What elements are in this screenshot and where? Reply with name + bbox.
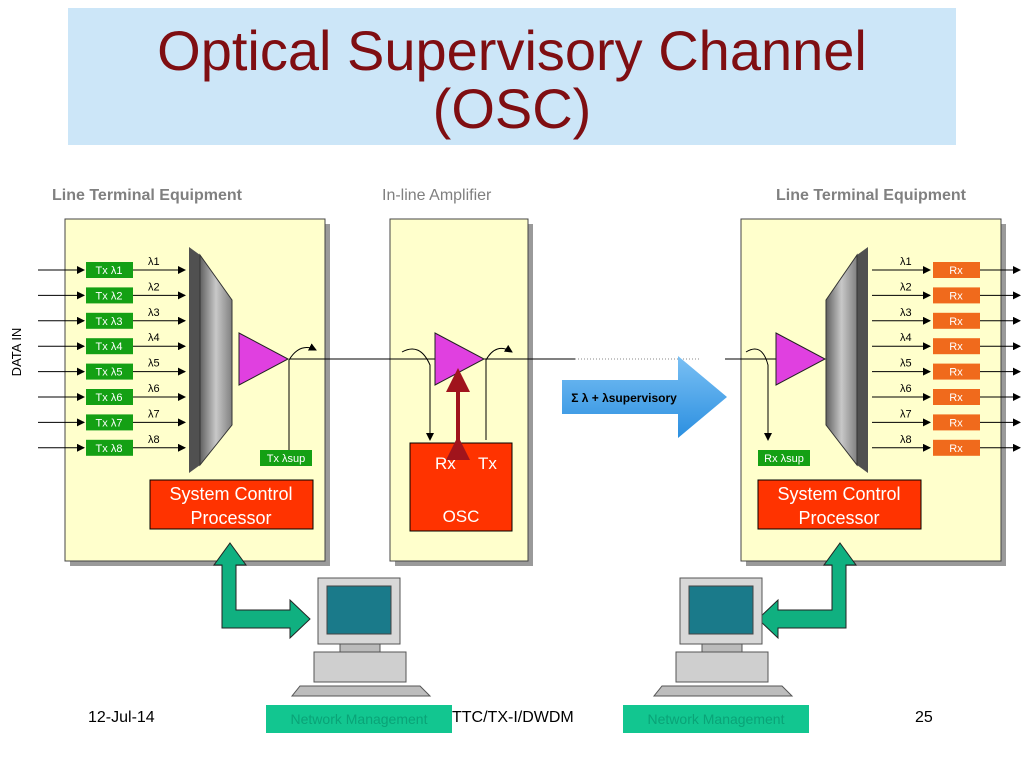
- footer-page-number: 25: [915, 709, 933, 726]
- tx-label: Tx λ8: [96, 443, 123, 455]
- header-left-lte: Line Terminal Equipment: [52, 187, 242, 204]
- rx-label: Rx: [949, 290, 963, 302]
- right-scp-line1: System Control: [777, 484, 900, 504]
- tx-label: Tx λ6: [96, 392, 123, 404]
- right-scp-line2: Processor: [798, 508, 879, 528]
- tx-box: [86, 287, 133, 304]
- page-title: Optical Supervisory Channel (OSC): [0, 22, 1024, 138]
- network-management-left: Network Management: [266, 705, 452, 733]
- rx-label: Rx: [949, 392, 963, 404]
- right-lambda-label: λ5: [900, 358, 912, 370]
- tx-sup-box: [260, 450, 312, 466]
- right-amplifier: [775, 332, 827, 386]
- tx-box: [86, 338, 133, 355]
- tx-label: Tx λ7: [96, 417, 123, 429]
- left-tap: [288, 343, 317, 452]
- tx-label: Tx λ2: [96, 290, 123, 302]
- left-nm-arrow: [213, 542, 311, 640]
- tx-box: [86, 414, 133, 431]
- osc-tx-label: Tx: [478, 454, 497, 473]
- tx-label: Tx λ5: [96, 367, 123, 379]
- rx-box: [933, 389, 980, 405]
- left-scp-line1: System Control: [169, 484, 292, 504]
- left-lambda-label: λ7: [148, 408, 160, 420]
- osc-rx-label: Rx: [435, 454, 456, 473]
- tx-box: [86, 262, 133, 278]
- left-lambda-label: λ8: [148, 434, 160, 446]
- left-amplifier: [238, 332, 290, 386]
- left-lambda-label: λ4: [148, 332, 160, 344]
- right-demultiplexer: [825, 253, 858, 467]
- left-scp-box: [149, 479, 314, 530]
- right-demux-edge: [857, 247, 868, 473]
- right-lambda-label: λ4: [900, 332, 912, 344]
- tx-box: [86, 363, 133, 380]
- rx-label: Rx: [949, 341, 963, 353]
- tx-label: Tx λ4: [96, 341, 123, 353]
- rx-label: Rx: [949, 443, 963, 455]
- rx-box: [933, 312, 980, 329]
- title-line-1: Optical Supervisory Channel: [157, 19, 867, 82]
- right-lambda-label: λ6: [900, 383, 912, 395]
- left-lambda-label: λ5: [148, 358, 160, 370]
- left-multiplexer: [199, 253, 233, 467]
- right-lambda-label: λ2: [900, 281, 912, 293]
- right-scp-box: [757, 479, 922, 530]
- tx-sup-label: Tx λsup: [267, 453, 306, 465]
- rx-label: Rx: [949, 265, 963, 277]
- tx-label: Tx λ1: [96, 265, 123, 277]
- left-lambda-label: λ1: [148, 256, 160, 268]
- left-lambda-label: λ6: [148, 383, 160, 395]
- tx-box: [86, 389, 133, 405]
- signal-arrow: [562, 356, 727, 438]
- rx-sup-box: [758, 450, 810, 466]
- footer-course: TTC/TX-I/DWDM: [452, 709, 574, 726]
- middle-rx-tap: [401, 348, 434, 441]
- right-lambda-label: λ7: [900, 408, 912, 420]
- right-lambda-label: λ8: [900, 434, 912, 446]
- left-computer-icon: [290, 577, 432, 697]
- header-right-lte: Line Terminal Equipment: [776, 187, 966, 204]
- rx-box: [933, 338, 980, 355]
- rx-box: [933, 439, 980, 456]
- middle-tx-tap: [485, 344, 513, 440]
- right-lambda-label: λ3: [900, 307, 912, 319]
- rx-label: Rx: [949, 417, 963, 429]
- left-mux-edge: [189, 247, 200, 473]
- rx-sup-label: Rx λsup: [764, 453, 804, 465]
- right-computer-icon: [652, 577, 794, 697]
- rx-box: [933, 262, 980, 278]
- left-lambda-label: λ2: [148, 281, 160, 293]
- left-scp-line2: Processor: [190, 508, 271, 528]
- tx-box: [86, 439, 133, 456]
- rx-box: [933, 414, 980, 431]
- left-lambda-label: λ3: [148, 307, 160, 319]
- footer-date: 12-Jul-14: [88, 709, 155, 726]
- osc-name-label: OSC: [443, 507, 480, 526]
- data-in-label: DATA IN: [9, 328, 24, 377]
- rx-box: [933, 287, 980, 304]
- network-management-right: Network Management: [623, 705, 809, 733]
- signal-arrow-label: Σ λ + λsupervisory: [571, 391, 677, 405]
- rx-label: Rx: [949, 367, 963, 379]
- right-lambda-label: λ1: [900, 256, 912, 268]
- title-line-2: (OSC): [432, 77, 592, 140]
- right-rx-tap: [745, 348, 772, 441]
- rx-label: Rx: [949, 316, 963, 328]
- rx-box: [933, 363, 980, 380]
- header-inline-amplifier: In-line Amplifier: [382, 187, 492, 204]
- tx-box: [86, 312, 133, 329]
- tx-label: Tx λ3: [96, 316, 123, 328]
- title-banner: [68, 8, 956, 145]
